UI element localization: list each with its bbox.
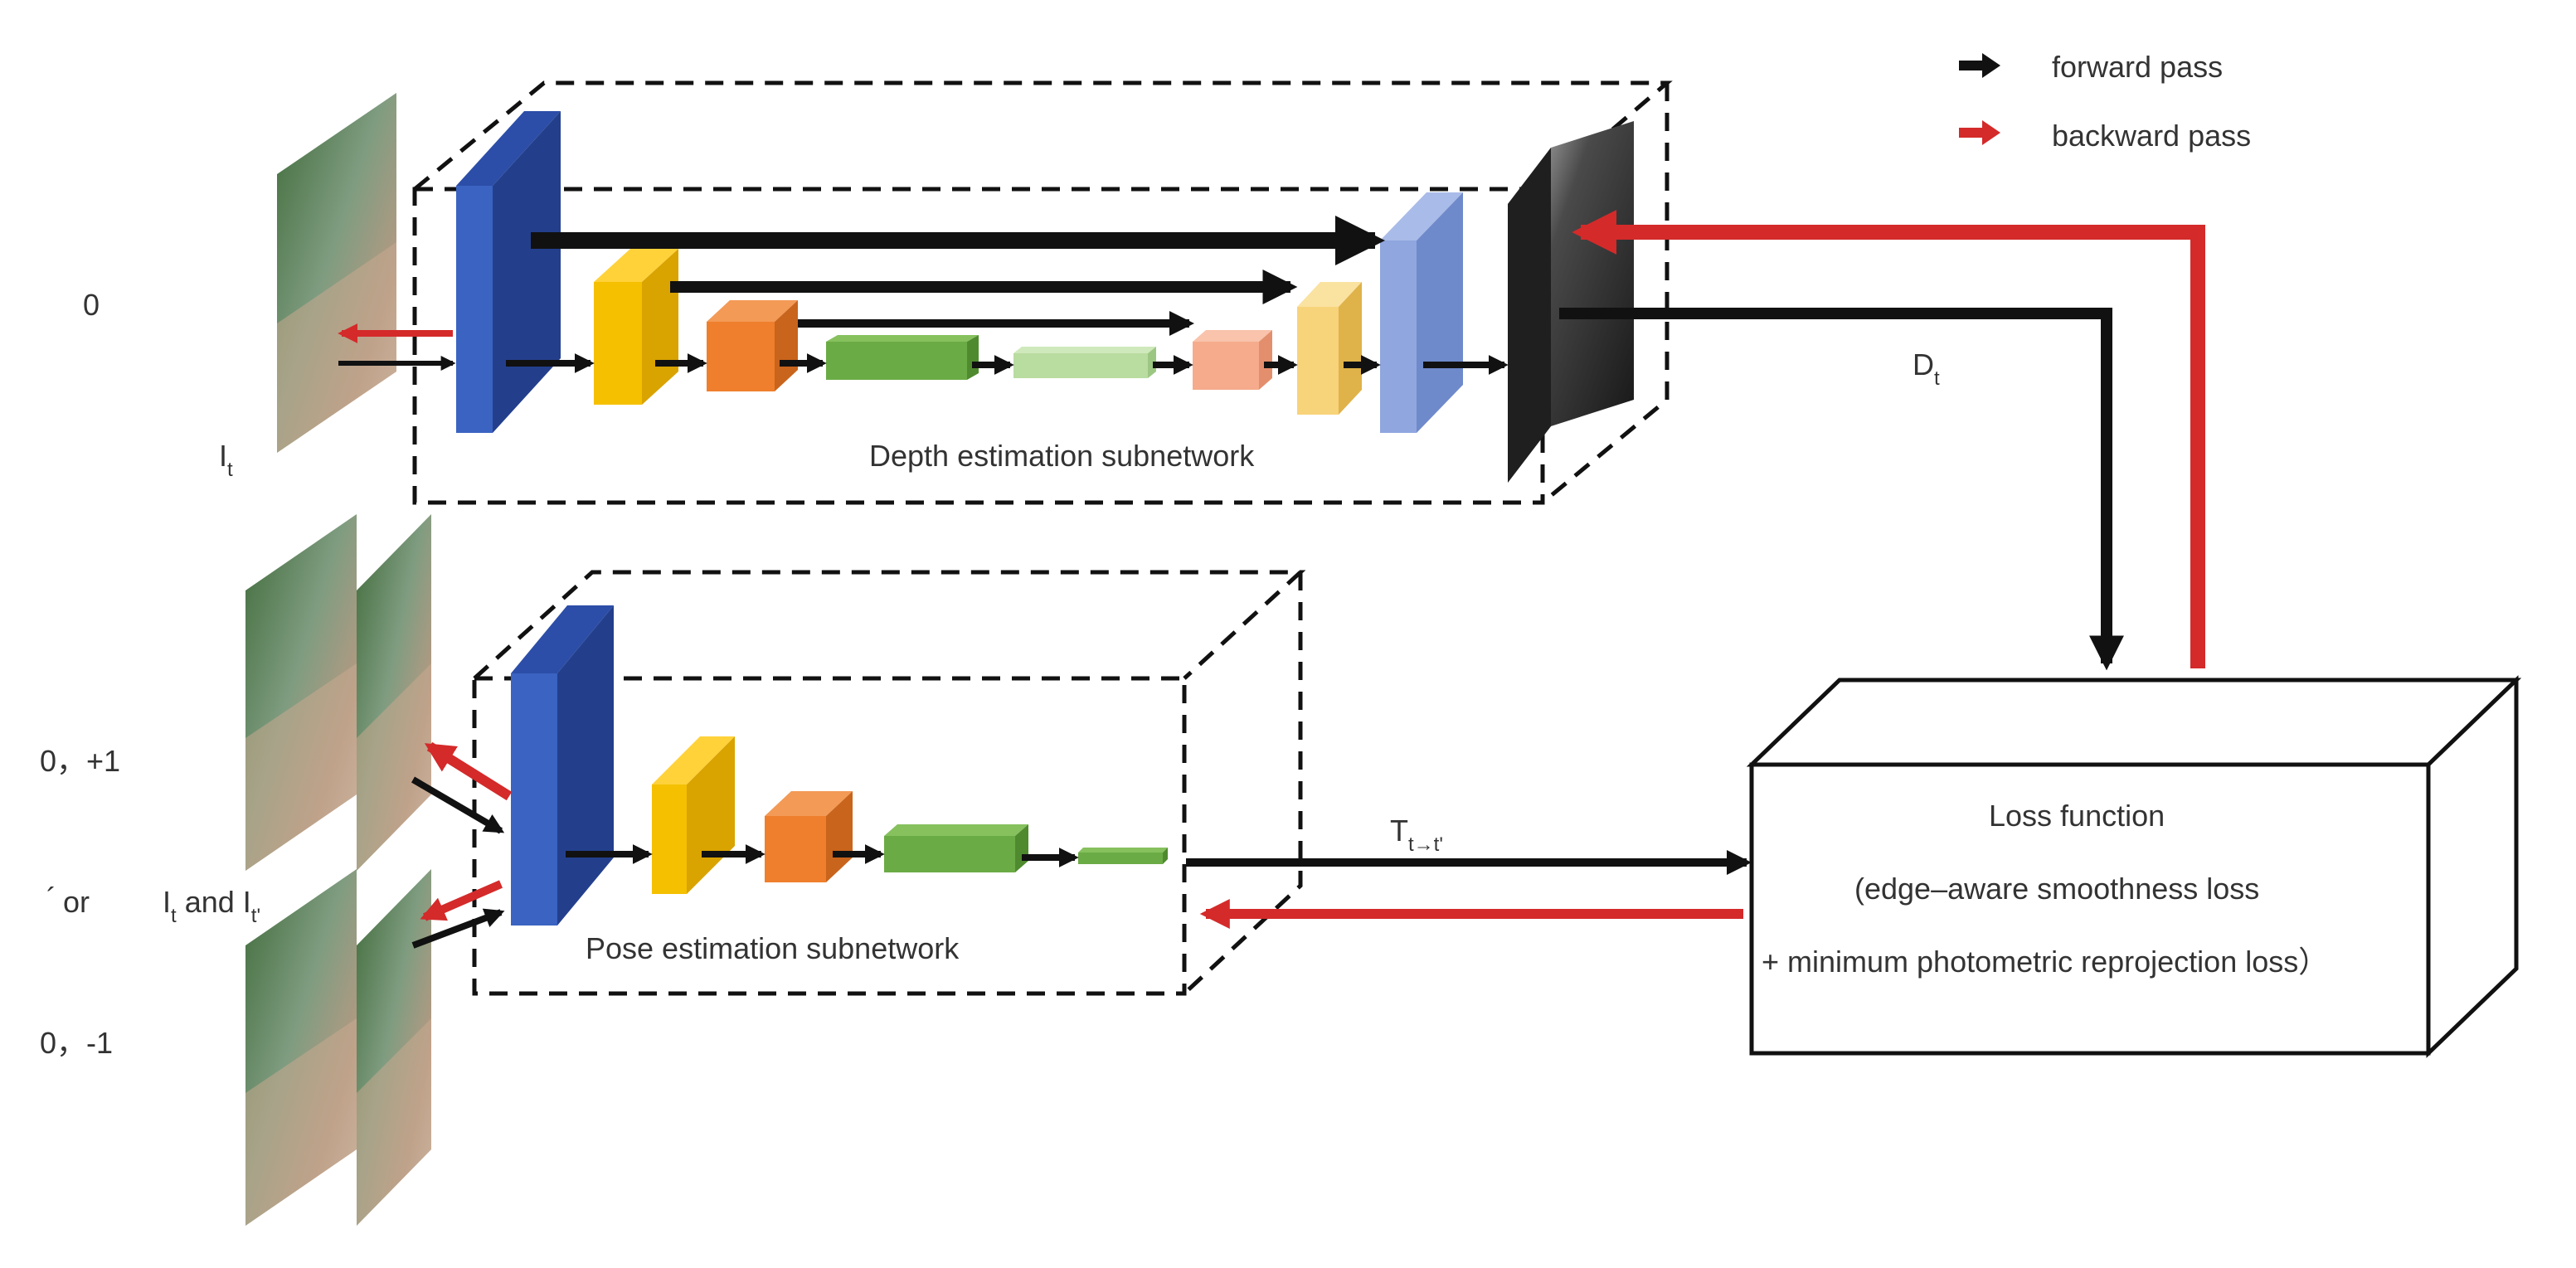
pose-or-mark: ´ (46, 882, 56, 916)
depth-subnetwork-label: Depth estimation subnetwork (869, 439, 1255, 473)
pose-encoder-block-2 (652, 736, 735, 894)
pose-or-label: or (63, 885, 90, 919)
forward-arrow-icon (1959, 53, 2000, 78)
transform-label: Tt→t' (1390, 814, 1443, 856)
depth-decoder-block-2 (1297, 282, 1362, 415)
pose-backward-arrows (420, 741, 513, 921)
depth-bottleneck-block-2 (1013, 347, 1156, 378)
depth-skip-connections (531, 216, 1385, 336)
pose-encoder-block-1 (511, 605, 614, 925)
depth-bottleneck-block (826, 335, 979, 380)
legend-forward-label: forward pass (2052, 50, 2223, 84)
depth-to-loss-connection: Dt (1559, 210, 2205, 671)
pose-input-images-upper (245, 514, 431, 871)
pose-forward-arrows (411, 776, 1079, 949)
depth-input-label: It (219, 439, 233, 481)
depth-output-label: Dt (1913, 347, 1940, 390)
depth-forward-arrows (338, 353, 1509, 375)
transform-connection: Tt→t' (1186, 814, 1752, 929)
legend-backward-label: backward pass (2052, 119, 2251, 153)
loss-title: Loss function (1989, 799, 2165, 833)
depth-encoder-block-1 (456, 111, 561, 433)
depth-input-image (277, 93, 396, 453)
pose-output-block (1078, 848, 1168, 864)
pose-dashed-box (472, 570, 1306, 996)
pose-input-images-lower (245, 869, 431, 1226)
legend: forward pass backward pass (1959, 50, 2251, 153)
depth-decoder-block-3 (1193, 330, 1272, 390)
pose-pair-lower-label: 0，-1 (40, 1026, 113, 1060)
loss-line-2: + minimum photometric reprojection loss） (1762, 945, 2328, 979)
backward-arrow-icon (1959, 120, 2000, 145)
loss-line-1: (edge–aware smoothness loss (1854, 872, 2259, 906)
depth-output-map (1508, 121, 1634, 483)
pose-pair-upper-label: 0，+1 (40, 744, 120, 778)
loss-function-box: Loss function (edge–aware smoothness los… (1746, 675, 2522, 1058)
pose-bottleneck-block (884, 824, 1028, 872)
depth-subnetwork: 0 It (83, 80, 1673, 505)
pose-subnetwork-label: Pose estimation subnetwork (586, 931, 960, 965)
depth-decoder-block-1 (1380, 192, 1463, 433)
depth-encoder-block-3 (707, 300, 798, 391)
depth-encoder-block-2 (594, 249, 678, 405)
depth-frame-index: 0 (83, 288, 100, 322)
pose-encoder-block-3 (765, 791, 853, 882)
